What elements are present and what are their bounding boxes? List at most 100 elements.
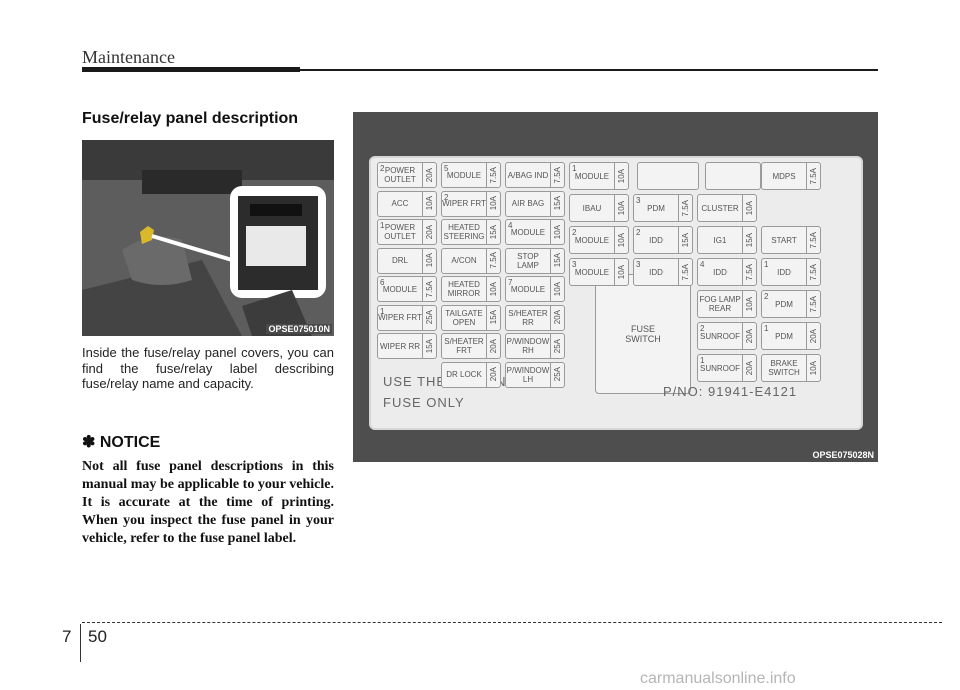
fuse-index: 1 [380,306,385,316]
fuse-label: MODULE [574,235,610,245]
chapter-number: 7 [62,627,72,646]
fuse-name: A/CON [442,249,486,273]
fuse-amperage: 10A [614,163,628,189]
fuse-label: WIPER FRT [378,313,422,322]
fuse-index: 3 [636,196,641,205]
fuse-label: PDM [647,203,665,213]
fuse-name: S/HEATER RR [506,306,550,330]
fuse-label: MODULE [574,267,610,277]
fuse-index: 5 [444,164,449,173]
fuse-index: 6 [380,278,385,287]
fuse-amperage: 15A [678,227,692,253]
fuse-amperage: 7.5A [486,163,500,187]
fuse-name: MDPS [762,163,806,189]
fuse-amperage: 10A [742,195,756,221]
fuse-switch-box: FUSE SWITCH [595,274,691,394]
fuse-amperage: 10A [422,191,436,216]
fuse-index: 2 [764,292,769,301]
fuse-label: SUNROOF [700,363,740,373]
fuse-amperage: 7.5A [806,259,820,285]
fuse-amperage: 20A [486,362,500,387]
fuse-name: HEATED STEERING [442,220,486,244]
fuse-name: HEATED MIRROR [442,277,486,301]
fuse-amperage: 10A [486,277,500,301]
fuse-index: 3 [636,260,641,269]
fuse-label: ACC [391,199,409,208]
section-title: Fuse/relay panel description [82,110,299,127]
fuse-amperage: 7.5A [806,291,820,317]
fuse-amperage: 10A [742,291,756,317]
fuse-name: CLUSTER [698,195,742,221]
fuse-label: HEATED STEERING [443,223,485,241]
fuse-label: MODULE [510,227,546,237]
fuse-label: WIPER FRT [442,199,486,208]
fuse-index: 1 [764,260,769,269]
footer-rule [82,622,942,623]
part-number: P/NO: 91941-E4121 [663,384,798,399]
fuse-amperage: 15A [550,191,564,216]
fuse-label: MODULE [446,170,482,180]
fuse-label: DRL [391,256,408,265]
fuse-index: 1 [380,221,385,230]
fuse-index: 4 [508,221,513,230]
fuse-amperage: 25A [550,362,564,387]
fuse-label: CLUSTER [701,203,739,213]
fuse-panel-board: FUSE SWITCH USE THE DESIGNATED FUSE ONLY… [369,156,863,430]
fuse-name: START [762,227,806,253]
blank-fuse-slot [705,162,761,190]
fuse-amperage: 20A [742,355,756,381]
fuse-label: FOG LAMP REAR [699,295,741,313]
fuse-label: P/WINDOW LH [506,365,550,384]
fuse-amperage: 7.5A [678,259,692,285]
fuse-amperage: 10A [806,355,820,381]
fuse-name: AIR BAG [506,192,550,216]
fuse-index: 2 [444,192,449,202]
fuse-name: WIPER RR [378,334,422,358]
blank-fuse-slot [637,162,699,190]
fuse-amperage: 10A [486,191,500,216]
fuse-amperage: 7.5A [806,227,820,253]
fuse-panel-photo: OPSE075010N [82,140,334,336]
fuse-amperage: 15A [742,227,756,253]
fuse-index: 2 [636,228,641,237]
fuse-name: S/HEATER FRT [442,334,486,358]
fuse-label: A/CON [451,256,477,265]
fuse-label: WIPER RR [380,341,420,351]
fuse-label: IBAU [582,203,602,213]
fuse-amperage: 7.5A [806,163,820,189]
header-rule [82,67,300,72]
fuse-index: 1 [700,356,705,365]
fuse-label: POWER OUTLET [384,166,416,184]
fuse-panel-label-diagram: FUSE SWITCH USE THE DESIGNATED FUSE ONLY… [353,112,878,462]
fuse-amperage: 10A [550,277,564,301]
notice-title: ✽ NOTICE [82,434,161,451]
fuse-name: P/WINDOW LH [506,363,550,387]
